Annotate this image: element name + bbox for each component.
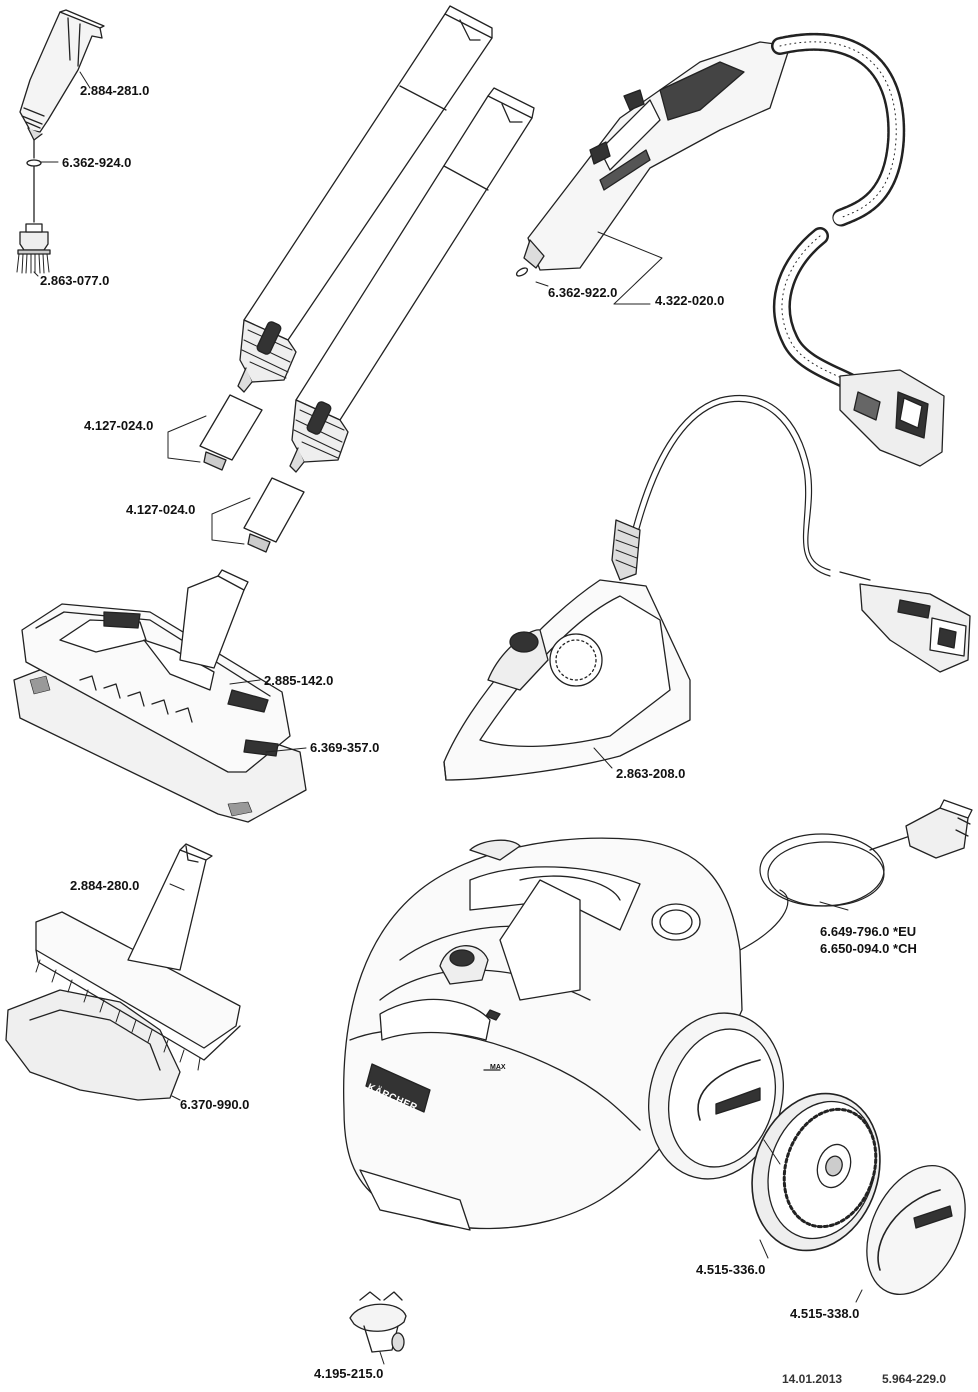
mains-plug [905, 799, 973, 859]
mains-cable [739, 833, 911, 951]
footer-date: 14.01.2013 [782, 1372, 843, 1386]
part-label-4195215: 4.195-215.0 [314, 1366, 384, 1381]
steam-hose [771, 32, 906, 391]
part-label-2863208: 2.863-208.0 [616, 766, 686, 781]
part-label-6370990: 6.370-990.0 [180, 1097, 250, 1112]
part-label-6362922: 6.362-922.0 [548, 285, 618, 300]
wheel [751, 1092, 881, 1252]
part-label-6369357: 6.369-357.0 [310, 740, 380, 755]
part-label-6649796: 6.649-796.0 *EU [820, 924, 917, 939]
extension-tube-1 [199, 5, 493, 471]
wheel-cover [866, 1164, 966, 1296]
round-brush [16, 223, 51, 274]
max-fill-mark: MAX [490, 1064, 506, 1071]
part-label-6362924: 6.362-924.0 [62, 155, 132, 170]
part-label-4127024-a: 4.127-024.0 [84, 418, 154, 433]
iron-cable [629, 395, 871, 581]
hand-grip [523, 41, 791, 271]
steam-iron [443, 519, 691, 781]
footer-doc-number: 5.964-229.0 [882, 1372, 947, 1386]
iron-plug [859, 583, 971, 673]
part-label-2885142: 2.885-142.0 [264, 673, 334, 688]
detail-nozzle [19, 9, 105, 159]
floor-nozzle [21, 569, 291, 773]
grip-o-ring [515, 267, 529, 277]
part-label-4322020: 4.322-020.0 [655, 293, 725, 308]
o-ring-small [26, 159, 42, 223]
wheel-inner [647, 1012, 785, 1180]
part-label-2863077: 2.863-077.0 [40, 273, 110, 288]
part-label-4515338: 4.515-338.0 [790, 1306, 860, 1321]
leader-lines [33, 71, 863, 1365]
steam-cleaner-body [342, 837, 743, 1231]
part-label-4127024-b: 4.127-024.0 [126, 502, 196, 517]
hand-brush [35, 843, 241, 1071]
extension-tube-2 [243, 87, 535, 553]
part-label-2884280: 2.884-280.0 [70, 878, 140, 893]
part-label-4515336: 4.515-336.0 [696, 1262, 766, 1277]
swivel-castor [349, 1291, 407, 1353]
part-label-6650094: 6.650-094.0 *CH [820, 941, 917, 956]
part-label-2884281: 2.884-281.0 [80, 83, 150, 98]
hose-plug [839, 369, 945, 467]
